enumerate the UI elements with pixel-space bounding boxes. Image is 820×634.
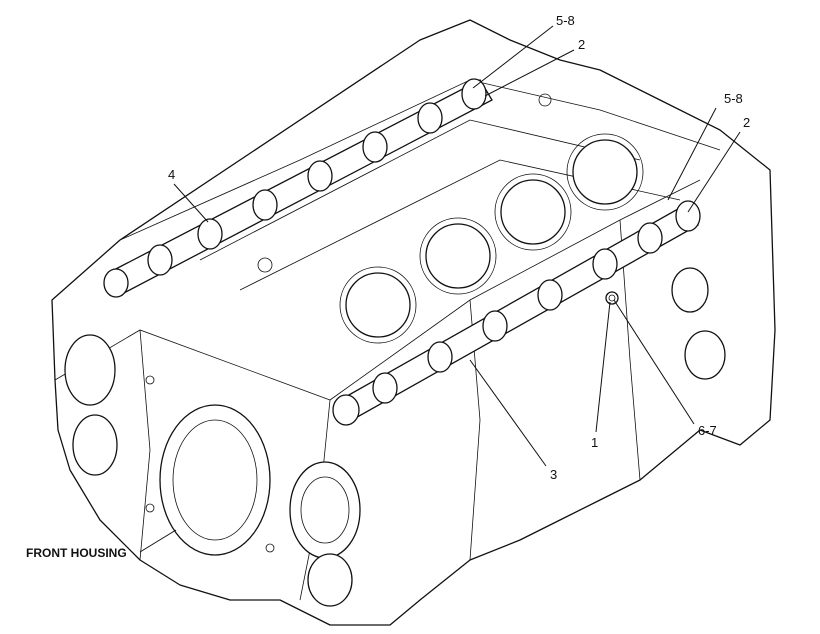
leader-top-2 bbox=[484, 49, 575, 97]
callout-top-5-8: 5-8 bbox=[556, 13, 575, 28]
leader-right-2 bbox=[687, 131, 741, 213]
upper-camshaft bbox=[103, 78, 493, 298]
front-housing bbox=[64, 267, 726, 607]
callout-front-housing: FRONT HOUSING bbox=[26, 546, 127, 560]
callout-right-2: 2 bbox=[743, 115, 751, 130]
cylinder-bores bbox=[339, 133, 644, 344]
leader-right-5-8 bbox=[667, 107, 717, 201]
callout-3: 3 bbox=[550, 467, 558, 482]
callout-6-7: 6-7 bbox=[698, 423, 717, 438]
engine-block-outline bbox=[51, 19, 776, 626]
leader-front-housing bbox=[139, 529, 177, 553]
callout-right-5-8: 5-8 bbox=[724, 91, 743, 106]
leader-3 bbox=[469, 359, 547, 467]
leader-6-7 bbox=[613, 299, 695, 425]
lower-camshaft bbox=[332, 200, 701, 426]
leader-lines bbox=[139, 25, 741, 553]
callout-4: 4 bbox=[168, 167, 176, 182]
callout-1: 1 bbox=[591, 435, 599, 450]
leader-1 bbox=[595, 301, 611, 433]
leader-top-5-8 bbox=[472, 25, 554, 89]
leader-4 bbox=[173, 183, 209, 223]
callout-top-2: 2 bbox=[578, 37, 586, 52]
